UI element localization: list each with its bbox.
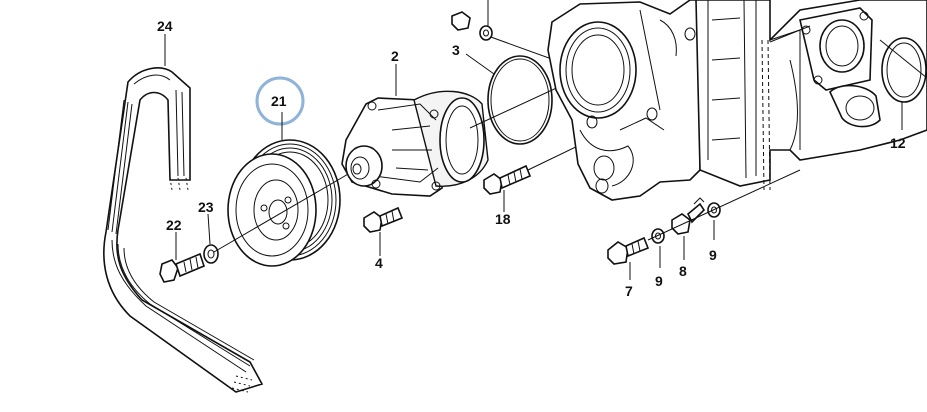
highlight-ring: [255, 76, 305, 126]
callout-7: 7: [625, 283, 633, 299]
pulley-bolt: [159, 252, 205, 283]
callout-9b: 9: [709, 247, 717, 263]
water-pump: [341, 90, 489, 197]
callout-21: 21: [271, 93, 287, 109]
washer-9-left: [651, 228, 665, 244]
callout-8: 8: [679, 263, 687, 279]
callout-4: 4: [375, 255, 383, 271]
callout-18: 18: [495, 211, 511, 227]
axis-pulley: [213, 165, 363, 253]
thermostat-housing: [799, 7, 881, 128]
callout-9a: 9: [655, 273, 663, 289]
fitting-bolt: [607, 236, 650, 265]
callout-2: 2: [391, 48, 399, 64]
pulley-washer: [203, 244, 219, 264]
leader-23: [207, 213, 211, 245]
o-ring: [487, 55, 553, 145]
drive-belt: [103, 67, 264, 393]
thermostat-seal: [881, 37, 927, 103]
callout-23: 23: [198, 199, 214, 215]
callout-22: 22: [166, 217, 182, 233]
pump-bolt: [363, 206, 404, 233]
axis-seal: [879, 39, 927, 79]
top-bolt: [451, 0, 493, 41]
axis-thermostat: [769, 25, 811, 43]
callout-3: 3: [452, 42, 460, 58]
housing-bolt: [483, 164, 532, 195]
callout-24: 24: [157, 18, 173, 34]
axis-fitting: [647, 169, 801, 241]
callout-12: 12: [890, 135, 906, 151]
axis-top-bolt: [487, 35, 561, 63]
pulley: [227, 139, 341, 267]
nipple-fitting: [671, 197, 706, 235]
pump-housing: [547, 0, 701, 201]
leader-3: [465, 53, 495, 75]
